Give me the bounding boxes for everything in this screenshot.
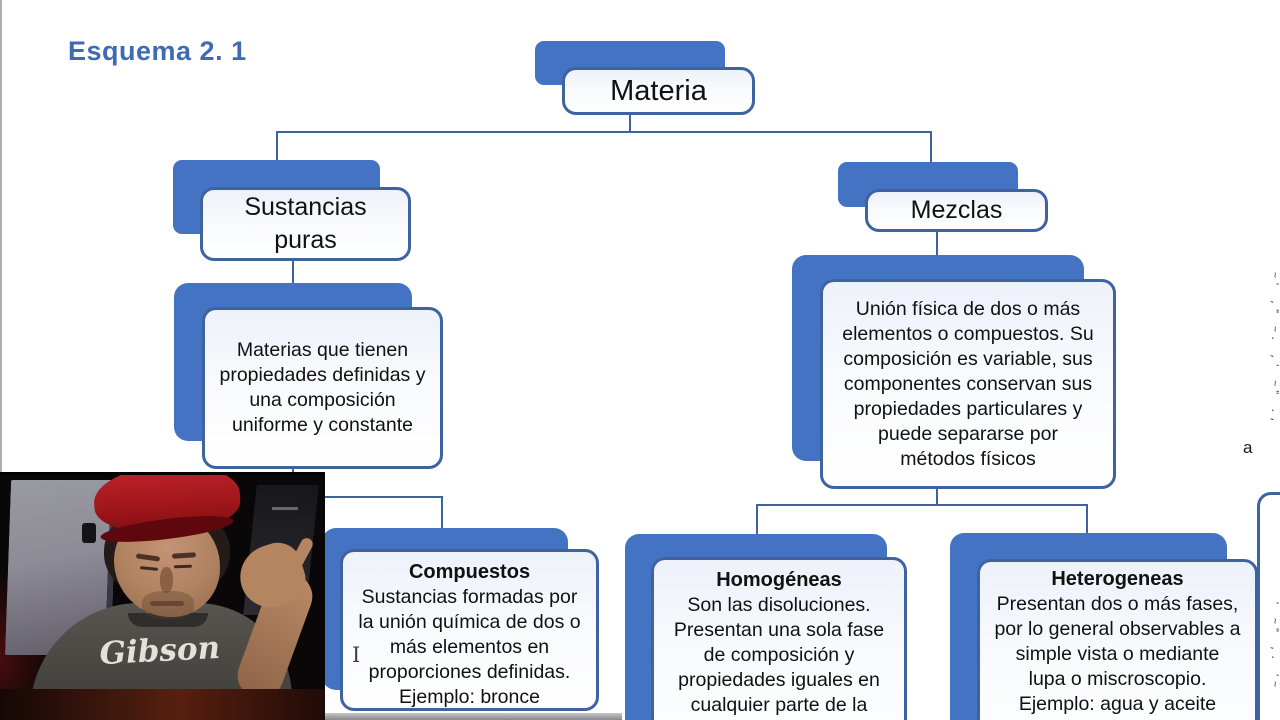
desc-mezclas-text: Unión física de dos o más elementos o co…	[842, 297, 1094, 470]
node-homogeneas-title: Homogéneas	[716, 569, 842, 591]
desc-sustancias-text: Materias que tienen propiedades definida…	[219, 339, 426, 436]
desc-sustancias: Materias que tienen propiedades definida…	[202, 307, 443, 469]
shirt-collar	[128, 613, 208, 627]
clipped-handwriting-top: ~' ," ~. ,' ~" .,	[1269, 272, 1280, 426]
connector-root-down	[629, 115, 631, 133]
connector-compuestos-down	[441, 496, 443, 529]
node-homogeneas-body: Son las disoluciones. Presentan una sola…	[673, 594, 885, 720]
shirt-logo-text: Gibson	[98, 629, 221, 673]
desc-mezclas: Unión física de dos o más elementos o co…	[820, 279, 1116, 489]
presenter-mouth	[150, 601, 184, 606]
node-compuestos: Compuestos Sustancias formadas por la un…	[340, 549, 599, 711]
connector-desc-right-down	[936, 487, 938, 506]
node-sustancias: Sustancias puras	[200, 187, 411, 261]
door-handle	[82, 523, 96, 543]
clipped-letter: a	[1243, 438, 1253, 457]
node-mezclas: Mezclas	[865, 189, 1048, 232]
clipped-handwriting-bottom: ' ~" ,. '~	[1269, 600, 1280, 691]
connector-sustancias-desc	[292, 259, 294, 285]
connector-mezclas-desc	[936, 229, 938, 257]
node-homogeneas: Homogéneas Son las disoluciones. Present…	[651, 557, 907, 720]
node-mezclas-label: Mezclas	[910, 196, 1003, 224]
connector-right-branch	[930, 131, 932, 164]
node-heterogeneas-title: Heterogeneas	[1051, 568, 1184, 590]
page-title: Esquema 2. 1	[68, 36, 247, 66]
clipped-box-edge	[1257, 492, 1280, 720]
slide-bottom-edge	[325, 713, 622, 720]
node-heterogeneas: Heterogeneas Presentan dos o más fases, …	[977, 559, 1258, 720]
left-edge-line	[0, 0, 2, 472]
text-cursor[interactable]: I	[352, 643, 361, 667]
presenter-nose	[160, 567, 173, 593]
connector-left-children-horizontal	[292, 496, 443, 498]
connector-top-horizontal	[276, 131, 932, 133]
node-materia: Materia	[562, 67, 755, 115]
node-compuestos-body: Sustancias formadas por la unión química…	[358, 586, 581, 708]
connector-left-branch	[276, 131, 278, 162]
node-sustancias-label: Sustancias puras	[244, 193, 367, 254]
eye-right	[173, 564, 193, 569]
node-heterogeneas-body: Presentan dos o más fases, por lo genera…	[994, 593, 1241, 715]
desk-foreground	[0, 689, 325, 720]
node-compuestos-title: Compuestos	[408, 561, 531, 583]
connector-homogeneas-down	[756, 504, 758, 536]
node-materia-label: Materia	[610, 74, 707, 107]
connector-right-children-horizontal	[756, 504, 1088, 506]
webcam-overlay: Gibson	[0, 472, 325, 720]
connector-heterogeneas-down	[1086, 504, 1088, 535]
background-highlight	[272, 507, 298, 510]
